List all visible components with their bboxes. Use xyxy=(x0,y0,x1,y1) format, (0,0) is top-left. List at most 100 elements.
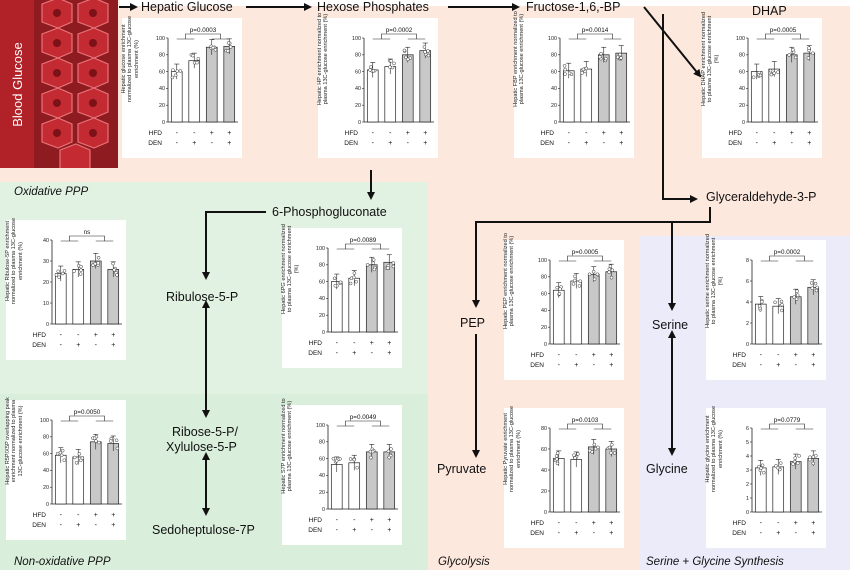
data-point xyxy=(371,258,376,262)
arrow-6pg-to-ribulose xyxy=(202,211,266,280)
data-point xyxy=(563,67,567,72)
data-point xyxy=(604,56,608,61)
design-cell: - xyxy=(795,362,798,369)
metabolite-hexose-phosphates: Hexose Phosphates xyxy=(317,0,429,14)
bar-3 xyxy=(587,273,600,345)
data-point xyxy=(573,274,577,279)
data-point xyxy=(111,261,115,266)
design-cell: - xyxy=(389,130,392,137)
y-tick-label: 1 xyxy=(746,496,749,502)
y-tick-label: 4 xyxy=(746,300,749,306)
data-point xyxy=(352,271,357,275)
design-cell: - xyxy=(575,520,578,527)
design-cell: - xyxy=(77,332,80,339)
data-point xyxy=(793,55,798,60)
y-tick-label: 6 xyxy=(746,426,749,432)
bar-3 xyxy=(785,54,798,123)
design-cell: + xyxy=(227,130,231,137)
p-value-label: p=0.0014 xyxy=(582,27,609,34)
y-tick-label: 60 xyxy=(319,456,325,462)
metabolite-pyruvate: Pyruvate xyxy=(437,462,487,476)
data-point xyxy=(112,268,116,272)
y-tick-label: 80 xyxy=(551,53,557,59)
design-cell: - xyxy=(568,140,571,147)
bar-2 xyxy=(768,68,781,123)
data-point xyxy=(93,262,97,266)
data-point xyxy=(56,269,60,274)
y-tick-label: 100 xyxy=(316,246,325,252)
y-tick-label: 60 xyxy=(355,69,361,75)
y-tick-label: 60 xyxy=(541,291,547,297)
design-row-label: DEN xyxy=(32,342,46,349)
design-cell: - xyxy=(760,530,763,537)
data-point xyxy=(760,463,765,468)
design-cell: - xyxy=(371,527,374,534)
bar-4 xyxy=(605,448,618,513)
data-point xyxy=(369,455,373,460)
data-point xyxy=(386,266,390,270)
arrow-g3p-to-pep xyxy=(472,207,711,308)
design-cell: + xyxy=(387,350,391,357)
data-point xyxy=(595,272,600,276)
y-tick-label: 100 xyxy=(352,36,361,42)
design-cell: - xyxy=(760,520,763,527)
bar-4 xyxy=(807,458,820,513)
design-row-label: HFD xyxy=(309,340,323,347)
arrow-fbp-to-g3p xyxy=(662,14,698,203)
y-tick-label: 20 xyxy=(541,489,547,495)
design-cell: + xyxy=(807,140,811,147)
data-point xyxy=(72,455,77,460)
data-point xyxy=(555,461,560,466)
bar-1 xyxy=(366,69,379,123)
data-point xyxy=(115,273,119,277)
design-cell: - xyxy=(60,332,63,339)
data-point xyxy=(809,281,814,285)
design-row-label: HFD xyxy=(733,520,747,527)
design-row-label: HFD xyxy=(33,512,47,519)
data-point xyxy=(563,72,567,76)
data-point xyxy=(795,289,799,293)
blood-glucose-block: Blood Glucose xyxy=(0,0,118,168)
data-point xyxy=(759,466,763,471)
data-point xyxy=(402,48,407,53)
design-row-label: DEN xyxy=(540,140,554,147)
data-point xyxy=(79,268,83,272)
design-cell: + xyxy=(423,140,427,147)
p-value-label: p=0.0005 xyxy=(770,27,797,34)
design-row-label: DEN xyxy=(308,527,322,534)
data-point xyxy=(792,295,796,299)
y-tick-label: 80 xyxy=(319,263,325,269)
design-cell: + xyxy=(776,362,780,369)
p-value-label: p=0.0002 xyxy=(386,27,413,34)
design-cell: - xyxy=(558,530,561,537)
y-tick-label: 2 xyxy=(746,321,749,327)
data-point xyxy=(371,69,376,73)
y-tick-label: 80 xyxy=(159,53,165,59)
data-point xyxy=(758,73,763,78)
data-point xyxy=(55,451,60,456)
data-point xyxy=(578,279,583,283)
data-point xyxy=(92,436,97,440)
data-point xyxy=(175,69,180,73)
design-cell: - xyxy=(176,140,179,147)
data-point xyxy=(352,275,356,280)
data-point xyxy=(191,53,195,58)
design-cell: + xyxy=(352,350,356,357)
design-cell: - xyxy=(372,130,375,137)
y-tick-label: 80 xyxy=(355,53,361,59)
liver-cells-illustration xyxy=(0,0,109,168)
bar-3 xyxy=(597,54,610,123)
bar-2 xyxy=(72,269,85,325)
data-point xyxy=(354,279,358,284)
design-cell: - xyxy=(176,130,179,137)
data-point xyxy=(581,67,586,72)
chart-panel-pg6: Hepatic 6PG enrichment normalized to pla… xyxy=(281,224,402,368)
y-tick-label: 0 xyxy=(544,510,547,516)
significance-bracket xyxy=(769,423,805,429)
y-tick-label: 5 xyxy=(746,440,749,446)
data-point xyxy=(787,53,791,57)
